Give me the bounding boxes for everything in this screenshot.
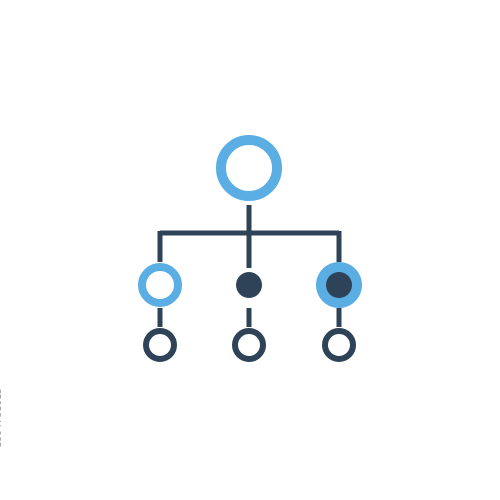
left-leaf-ring [143, 328, 177, 362]
root-node-ring [216, 135, 282, 201]
image-id-label: 1804781615 [0, 387, 4, 448]
right-node-inner [326, 272, 352, 298]
left-node-ring [138, 263, 182, 307]
right-leaf-ring [322, 328, 356, 362]
middle-leaf-ring [232, 328, 266, 362]
middle-node-dot [236, 272, 262, 298]
connector-lines [157, 205, 342, 327]
